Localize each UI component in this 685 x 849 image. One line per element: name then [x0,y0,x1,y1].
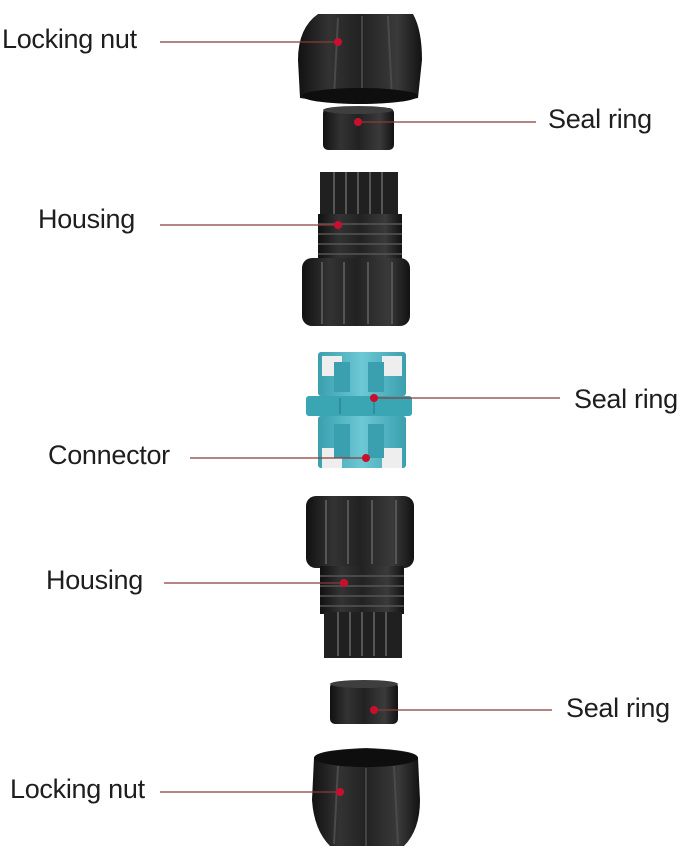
leader-dot-locking-nut-top [334,38,342,46]
leader-dot-seal-ring-middle [370,394,378,402]
label-housing-top: Housing [38,204,135,234]
connector-part [306,352,412,468]
seal-ring-bottom-part [330,680,398,724]
leader-dot-housing-bottom [340,579,348,587]
label-locking-nut-top: Locking nut [2,24,137,54]
leader-dot-seal-ring-top [354,118,362,126]
housing-bottom-part [306,496,414,658]
label-locking-nut-bottom: Locking nut [10,774,145,804]
leader-dot-locking-nut-bottom [336,788,344,796]
locking-nut-bottom-part [312,748,420,846]
housing-top-part [302,172,410,326]
leader-lines [160,38,560,796]
seal-ring-top-part [323,106,394,150]
label-seal-ring-middle: Seal ring [574,384,678,414]
leader-dot-connector [362,454,370,462]
label-seal-ring-top: Seal ring [548,104,652,134]
leader-dot-seal-ring-bottom [370,706,378,714]
locking-nut-top-part [298,14,422,104]
label-seal-ring-bottom: Seal ring [566,693,670,723]
label-housing-bottom: Housing [46,565,143,595]
leader-dot-housing-top [334,221,342,229]
label-connector: Connector [48,440,170,470]
